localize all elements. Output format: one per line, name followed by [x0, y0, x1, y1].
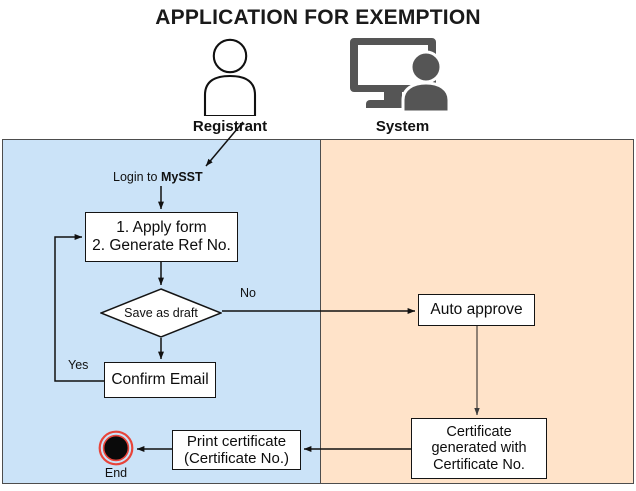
page-title: APPLICATION FOR EXEMPTION	[155, 6, 481, 29]
node-auto-approve[interactable]: Auto approve	[418, 294, 535, 326]
person-outline-icon	[196, 38, 264, 118]
edge-label-login-brand: MySST	[160, 170, 203, 184]
monitor-person-icon	[350, 32, 460, 116]
node-save-as-draft-label: Save as draft	[124, 306, 198, 320]
node-end-label: End	[104, 466, 128, 480]
edge-label-login-prefix: Login to	[113, 170, 161, 184]
node-save-as-draft[interactable]: Save as draft	[100, 288, 222, 338]
edge-label-no: No	[240, 286, 256, 300]
node-apply-form[interactable]: 1. Apply form 2. Generate Ref No.	[85, 212, 238, 262]
edge-label-login: Login to MySST	[113, 170, 203, 184]
edge-label-yes: Yes	[68, 358, 89, 372]
node-end-terminator[interactable]	[98, 430, 134, 466]
node-print-certificate[interactable]: Print certificate (Certificate No.)	[172, 430, 301, 470]
node-confirm-email[interactable]: Confirm Email	[104, 362, 216, 398]
actor-label-system: System	[375, 118, 430, 135]
node-certificate-generated[interactable]: Certificate generated with Certificate N…	[411, 418, 547, 479]
actor-label-registrant: Registrant	[192, 118, 268, 135]
